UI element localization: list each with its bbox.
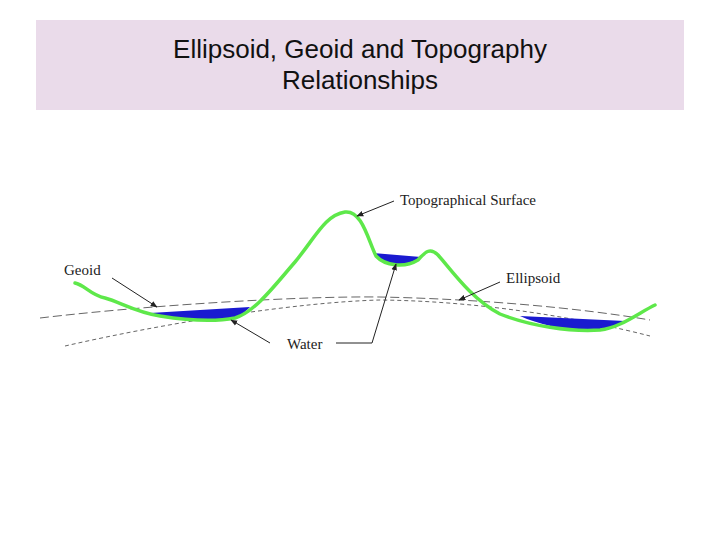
callout-label: Geoid	[62, 262, 103, 279]
callout-label: Water	[285, 336, 324, 353]
callout-label: Topographical Surface	[398, 192, 538, 209]
ellipsoid-line	[65, 300, 650, 346]
leader-line	[357, 201, 394, 216]
callout-label: Ellipsoid	[504, 270, 562, 287]
slide-title: Ellipsoid, Geoid and Topography Relation…	[145, 34, 575, 96]
title-band: Ellipsoid, Geoid and Topography Relation…	[36, 20, 684, 110]
topographic-surface	[75, 212, 655, 330]
leader-line	[459, 282, 500, 300]
leader-line	[231, 320, 270, 343]
leader-line	[112, 278, 157, 307]
leader-line	[336, 264, 396, 343]
